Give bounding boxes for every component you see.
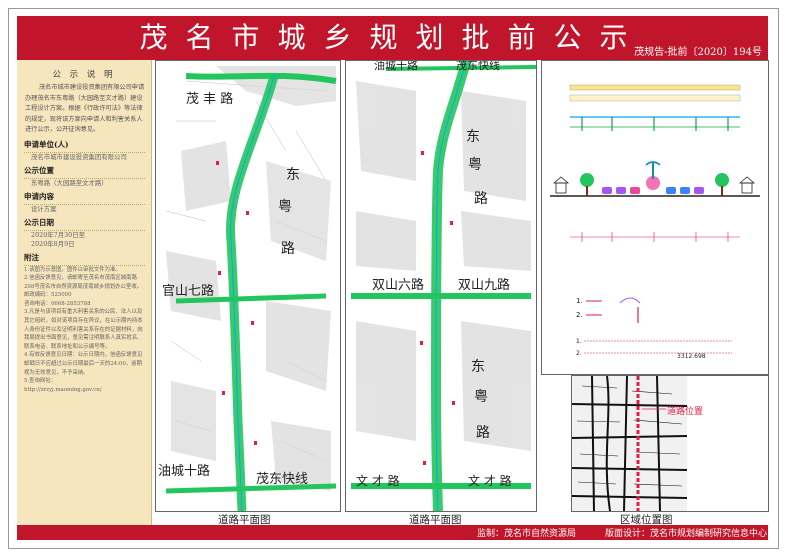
road-label: 茂东快线: [256, 472, 308, 487]
road-label: 茂 丰 路: [186, 91, 233, 107]
road-label: 双山九路: [458, 277, 510, 293]
period-label: 公示日期: [24, 217, 54, 227]
road-label: 路: [281, 241, 295, 257]
note-item: 2.: [576, 350, 582, 357]
footer-bar: 监制：茂名市自然资源局 版面设计：茂名市规划编制研究信息中心: [17, 525, 768, 540]
note-item: 4.有效反馈意见日期：公示日期内，信函反馈意见邮戳日不应超过公示日期最后一天的2…: [24, 352, 143, 376]
location-map-panel: 道路位置: [571, 375, 769, 512]
divider: [24, 264, 145, 266]
divider: [24, 229, 145, 231]
period-start: 2020年7月30日至: [31, 230, 86, 239]
divider: [24, 151, 145, 153]
note-value: 3312.698: [677, 353, 706, 360]
road-label: 双山六路: [372, 277, 424, 293]
applicant-value: 茂名市城市建设投资集团有限公司: [31, 152, 127, 161]
road-label: 油城十路: [374, 61, 418, 72]
content-value: 设计方案: [31, 204, 57, 213]
note-item: 3.凡是与该项目有重大利害关系的公民、法人以及其它组织，如对该项目存在异议，在公…: [24, 309, 143, 350]
cross-section-panel: 1. 2. 1. 2. 3312.698: [541, 60, 769, 375]
document-number: 茂规告-批前〔2020〕194号: [634, 47, 762, 58]
page-title: 茂名市城乡规划批前公示: [139, 21, 646, 54]
legend-item: 1.: [576, 297, 583, 305]
notes-label: 附注: [24, 252, 39, 262]
road-label: 东: [471, 359, 485, 375]
road-plan-middle: 油城十路 茂东快线 东 粤 路 双山六路 双山九路 东 粤 路 文 才 路 文 …: [345, 58, 537, 512]
divider: [24, 177, 145, 179]
road-plan-left: 茂 丰 路 东 粤 路 官山七路 油城十路 茂东快线: [155, 60, 341, 512]
period-end: 2020年8月9日: [31, 239, 75, 248]
note-item: 1.该图为示意图，图件以审批文件为准。: [24, 266, 121, 273]
road-label: 文 才 路: [468, 473, 512, 488]
note-item: 咨询电话：0668-2853788: [24, 300, 91, 307]
road-plan-left-drawing: 茂 丰 路 东 粤 路 官山七路 油城十路 茂东快线: [156, 61, 340, 512]
location-label: 公示位置: [24, 165, 54, 175]
note-item: 2.信函反馈意见，请邮寄至茂名市茂南区城南路208号茂名市自然资源局茂南城乡规划…: [24, 275, 143, 290]
road-label: 东: [466, 129, 480, 145]
location-map-caption: 区域位置图: [620, 514, 673, 526]
road-plan-middle-drawing: 油城十路 茂东快线 东 粤 路 双山六路 双山九路 东 粤 路 文 才 路 文 …: [346, 58, 537, 512]
road-label: 路: [474, 191, 488, 207]
road-label: 粤: [474, 389, 488, 405]
legend-item: 2.: [576, 311, 583, 319]
road-label: 粤: [468, 157, 482, 173]
divider: [24, 203, 145, 205]
location-value: 东粤路（大园路至文才路）: [31, 178, 108, 187]
notice-heading: 公 示 说 明: [52, 70, 116, 80]
title-bar: 茂名市城乡规划批前公示 茂规告-批前〔2020〕194号: [17, 16, 768, 60]
notice-panel: 公 示 说 明 茂名市城市建设投资集团有限公司申请办理茂名市东粤路（大园路至文才…: [17, 60, 152, 525]
road-label: 茂东快线: [456, 61, 500, 72]
content-label: 申请内容: [24, 191, 54, 201]
applicant-label: 申请单位(人): [24, 139, 69, 149]
footer-supervisor: 监制：茂名市自然资源局: [477, 529, 577, 539]
query-url[interactable]: http://zrzyj.maoming.gov.cn/: [24, 386, 102, 393]
notice-intro: 茂名市城市建设投资集团有限公司申请办理茂名市东粤路（大园路至文才路）建设工程设计…: [25, 84, 145, 133]
location-map-drawing: 道路位置: [571, 375, 768, 512]
road-plan-left-caption: 道路平面图: [218, 514, 271, 526]
cross-section-drawing: 1. 2. 1. 2. 3312.698: [542, 61, 768, 374]
note-item: 1.: [576, 338, 582, 345]
note-item: 5.查询网址：: [24, 378, 57, 385]
note-item: 邮政编码：525000: [24, 292, 72, 299]
road-label: 东: [286, 167, 300, 183]
road-label: 粤: [278, 199, 292, 215]
road-label: 油城十路: [158, 463, 210, 479]
road-label: 文 才 路: [356, 473, 400, 488]
location-marker-label: 道路位置: [667, 405, 703, 417]
road-label: 官山七路: [162, 283, 214, 299]
footer-designer: 版面设计：茂名市规划编制研究信息中心: [605, 529, 768, 539]
road-plan-middle-caption: 道路平面图: [409, 514, 462, 526]
road-label: 路: [476, 425, 490, 441]
